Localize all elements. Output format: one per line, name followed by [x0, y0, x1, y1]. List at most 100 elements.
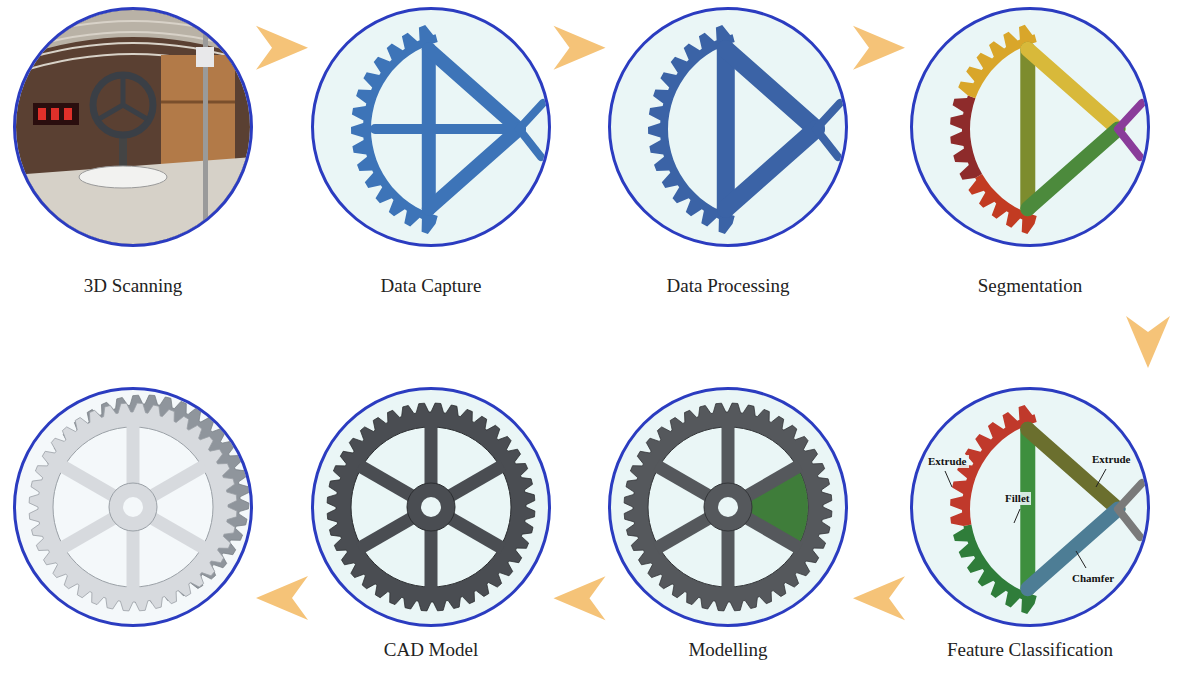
- step-illustration: [29, 395, 249, 611]
- cabinet: [161, 55, 235, 167]
- sprocket-arm: [429, 49, 519, 129]
- gear-teeth: [327, 403, 535, 611]
- circle-ground: [15, 389, 252, 626]
- scene-ceiling: [13, 7, 253, 59]
- step-label: Data Capture: [311, 275, 551, 297]
- cabinet-shelf: [161, 101, 235, 104]
- circle-outline: [313, 9, 550, 246]
- step-circle: [910, 387, 1150, 627]
- flow-chevron: [853, 576, 905, 620]
- circle-outline: [610, 9, 847, 246]
- step-circle: [608, 387, 848, 627]
- sprocket-arm: [1028, 509, 1118, 589]
- sprocket-arm: [1020, 49, 1035, 208]
- circle-outline: [15, 389, 252, 626]
- flow-connector: [848, 26, 910, 70]
- gear-bore: [421, 497, 441, 517]
- gear-hub: [109, 483, 157, 531]
- process-step: Segmentation: [910, 7, 1150, 297]
- step-illustration: [624, 403, 832, 611]
- step-illustration: [351, 25, 543, 234]
- process-step: Data Processing: [608, 7, 848, 297]
- circle-ground: [912, 9, 1149, 246]
- display-digit: [38, 108, 46, 120]
- flow-chevron: [853, 26, 905, 70]
- circle-ground: [912, 389, 1149, 626]
- gear-teeth: [624, 403, 832, 611]
- step-label: Feature Classification: [910, 639, 1150, 661]
- table: [13, 157, 253, 247]
- circle-outline: [912, 9, 1149, 246]
- sprocket-arm: [429, 129, 519, 209]
- scanned-part-spokes: [99, 77, 147, 119]
- sprocket-hub-stub: [816, 103, 840, 157]
- step-label: Segmentation: [910, 275, 1150, 297]
- sprocket-arm: [1028, 429, 1118, 509]
- display-digit: [51, 108, 59, 120]
- circle-outline: [313, 389, 550, 626]
- leader-line: [1096, 469, 1106, 487]
- process-step: Data Capture: [311, 7, 551, 297]
- lamp: [196, 47, 214, 67]
- step-illustration: [327, 403, 535, 611]
- sprocket-rim: [950, 96, 982, 180]
- flow-connector: [253, 26, 311, 70]
- circle-ground: [313, 9, 550, 246]
- step-illustration: [945, 405, 1142, 614]
- gear-bore: [123, 497, 143, 517]
- feature-label: Chamfer: [1070, 572, 1116, 585]
- step-illustration: [648, 25, 840, 234]
- step-illustration: [950, 25, 1142, 234]
- step-label: 3D Scanning: [13, 275, 253, 297]
- step-circle: [311, 7, 551, 247]
- gear-bore: [718, 497, 738, 517]
- display-digit: [64, 108, 72, 120]
- sprocket-arm: [1028, 49, 1118, 129]
- sprocket-arm: [1020, 429, 1035, 588]
- leader-line: [945, 471, 952, 487]
- flow-connector: [551, 576, 608, 620]
- process-step: CAD Model: [311, 387, 551, 661]
- sprocket-hub-stub: [1118, 103, 1142, 157]
- gear-hub: [407, 483, 455, 531]
- feature-label: Fillet: [1003, 492, 1031, 505]
- flow-chevron: [256, 26, 308, 70]
- flow-chevron: [554, 576, 606, 620]
- scene-wall: [13, 7, 253, 247]
- sprocket-arm: [717, 49, 735, 208]
- step-illustration: [13, 7, 253, 247]
- final-render: [15, 389, 252, 626]
- flow-chevron: [554, 26, 606, 70]
- scanned-part: [93, 75, 153, 135]
- gear-teeth: [29, 403, 237, 611]
- circle-outline: [912, 389, 1149, 626]
- step-label: Data Processing: [608, 275, 848, 297]
- leader-line: [1076, 551, 1086, 568]
- feature-label: Extrude: [926, 455, 969, 468]
- turntable: [79, 166, 167, 188]
- display: [33, 103, 79, 125]
- step-circle: [13, 7, 253, 247]
- leader-line: [1014, 509, 1020, 523]
- circle-ground: [610, 9, 847, 246]
- step-label: CAD Model: [311, 639, 551, 661]
- sprocket-arm: [375, 124, 519, 134]
- flow-chevron: [1126, 316, 1170, 368]
- step-circle: [311, 387, 551, 627]
- process-step: 3D Scanning: [13, 7, 253, 297]
- sprocket-arm: [726, 129, 816, 209]
- sprocket-hub-stub: [519, 103, 543, 157]
- gear-hub: [704, 483, 752, 531]
- step-circle: [910, 7, 1150, 247]
- flow-chevron: [256, 576, 308, 620]
- circle-outline: [15, 9, 252, 246]
- step-circle: [608, 7, 848, 247]
- flow-connector: [1126, 297, 1170, 387]
- sprocket-arm: [726, 49, 816, 129]
- flow-connector: [848, 576, 910, 620]
- sprocket-hub-stub: [1118, 483, 1142, 537]
- sprocket-arm: [1028, 129, 1118, 209]
- process-step: Feature Classification: [910, 387, 1150, 661]
- circle-outline: [610, 389, 847, 626]
- process-step: Modelling: [608, 387, 848, 661]
